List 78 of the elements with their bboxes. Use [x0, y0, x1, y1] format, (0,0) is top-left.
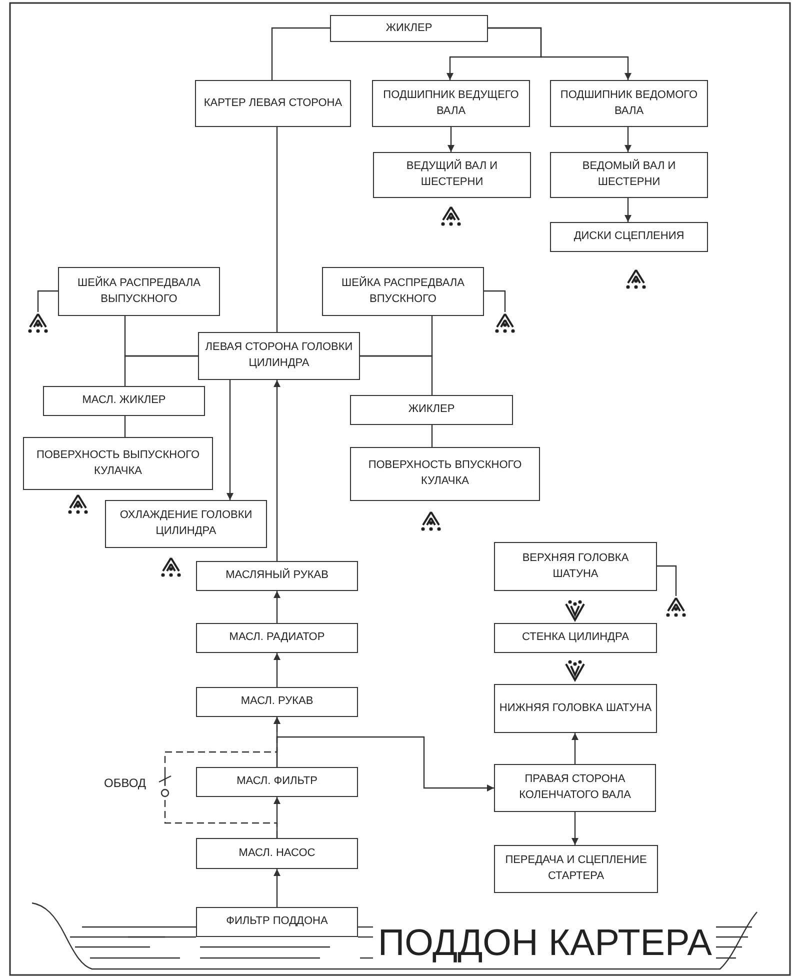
process-box [196, 767, 358, 797]
oil-spray-icon [665, 596, 687, 618]
process-box [350, 395, 513, 425]
process-box [494, 684, 657, 733]
process-box [196, 623, 358, 653]
box-label: ПЕРЕДАЧА И СЦЕПЛЕНИЕ СТАРТЕРА [504, 853, 648, 884]
box-label: ПОВЕРХНОСТЬ ВПУСКНОГО КУЛАЧКА [367, 458, 523, 489]
process-box [322, 267, 484, 316]
process-box [494, 764, 656, 812]
box-label: МАСЛ. ЖИКЛЕР [81, 393, 167, 408]
process-box [43, 386, 205, 416]
box-label: ВЕРХНЯЯ ГОЛОВКА ШАТУНА [521, 550, 630, 582]
box-label: ПОДШИПНИК ВЕДУЩЕГО ВАЛА [382, 88, 520, 118]
arrow [226, 380, 234, 500]
process-box [58, 267, 220, 316]
process-box [23, 437, 213, 490]
box-label: ПРАВАЯ СТОРОНА КОЛЕНЧАТОГО ВАЛА [518, 772, 632, 803]
box-label: МАСЛ. РУКАВ [240, 694, 314, 710]
box-label: ДИСКИ СЦЕПЛЕНИЯ [572, 229, 686, 244]
connector-line [124, 416, 126, 437]
process-box [196, 838, 358, 869]
bypass-label: ОБВОД [104, 776, 146, 790]
connector-line [37, 290, 58, 312]
oil-spray-icon [27, 312, 49, 334]
arrow [274, 653, 280, 687]
connector-line [276, 127, 278, 332]
process-box [372, 80, 530, 127]
arrow [274, 591, 280, 623]
process-box [196, 687, 358, 717]
process-box [198, 332, 360, 380]
box-label: СТЕНКА ЦИЛИНДРА [521, 630, 630, 646]
process-box [330, 15, 488, 42]
process-box [494, 845, 658, 893]
process-box [550, 222, 708, 252]
box-label: МАСЛЯНЫЙ РУКАВ [224, 568, 330, 584]
box-label: ВЕДУЩИЙ ВАЛ И ШЕСТЕРНИ [405, 159, 499, 190]
process-box [196, 561, 358, 591]
connector-line [657, 565, 677, 596]
box-label: МАСЛ. НАСОС [238, 846, 316, 861]
box-label: ВЕДОМЫЙ ВАЛ И ШЕСТЕРНИ [581, 159, 677, 190]
arrow [624, 198, 632, 222]
arrow [572, 812, 578, 845]
arrow [274, 869, 280, 907]
box-label: КАРТЕР ЛЕВАЯ СТОРОНА [202, 96, 344, 111]
connector-line [124, 355, 198, 386]
process-box [494, 623, 657, 653]
process-box [196, 907, 358, 937]
process-box [550, 80, 708, 127]
box-label: ЖИКЛЕР [407, 402, 456, 418]
process-box [550, 152, 708, 198]
process-box [105, 500, 267, 548]
process-box [195, 80, 351, 127]
connector-line [271, 27, 330, 80]
box-label: МАСЛ. ФИЛЬТР [236, 774, 318, 790]
box-label: ПОВЕРХНОСТЬ ВЫПУСКНОГО КУЛАЧКА [35, 448, 201, 478]
box-label: МАСЛ. РАДИАТОР [228, 630, 326, 646]
box-label: ОХЛАЖДЕНИЕ ГОЛОВКИ ЦИЛИНДРА [118, 508, 254, 539]
arrow [274, 380, 280, 561]
box-label: ШЕЙКА РАСПРЕДВАЛА ВЫПУСКНОГО [76, 276, 202, 306]
arrow [448, 127, 454, 152]
process-box [373, 152, 531, 198]
arrow [624, 127, 632, 152]
arrow [276, 736, 494, 792]
connector-line [431, 425, 433, 447]
box-label: ШЕЙКА РАСПРЕДВАЛА ВПУСКНОГО [340, 276, 466, 306]
oil-spray-icon [494, 312, 516, 334]
connector-line [360, 355, 433, 395]
arrow [488, 27, 632, 80]
process-box [494, 542, 657, 591]
box-label: НИЖНЯЯ ГОЛОВКА ШАТУНА [498, 700, 653, 716]
arrow [164, 717, 280, 838]
box-label: ФИЛЬТР ПОДДОНА [225, 914, 329, 930]
arrow [572, 733, 578, 764]
process-box [350, 447, 540, 501]
box-label: ПОДШИПНИК ВЕДОМОГО ВАЛА [559, 88, 699, 118]
box-label: ЖИКЛЕР [384, 20, 434, 36]
box-label: ЛЕВАЯ СТОРОНА ГОЛОВКИ ЦИЛИНДРА [204, 340, 354, 371]
connector-line [484, 290, 506, 312]
